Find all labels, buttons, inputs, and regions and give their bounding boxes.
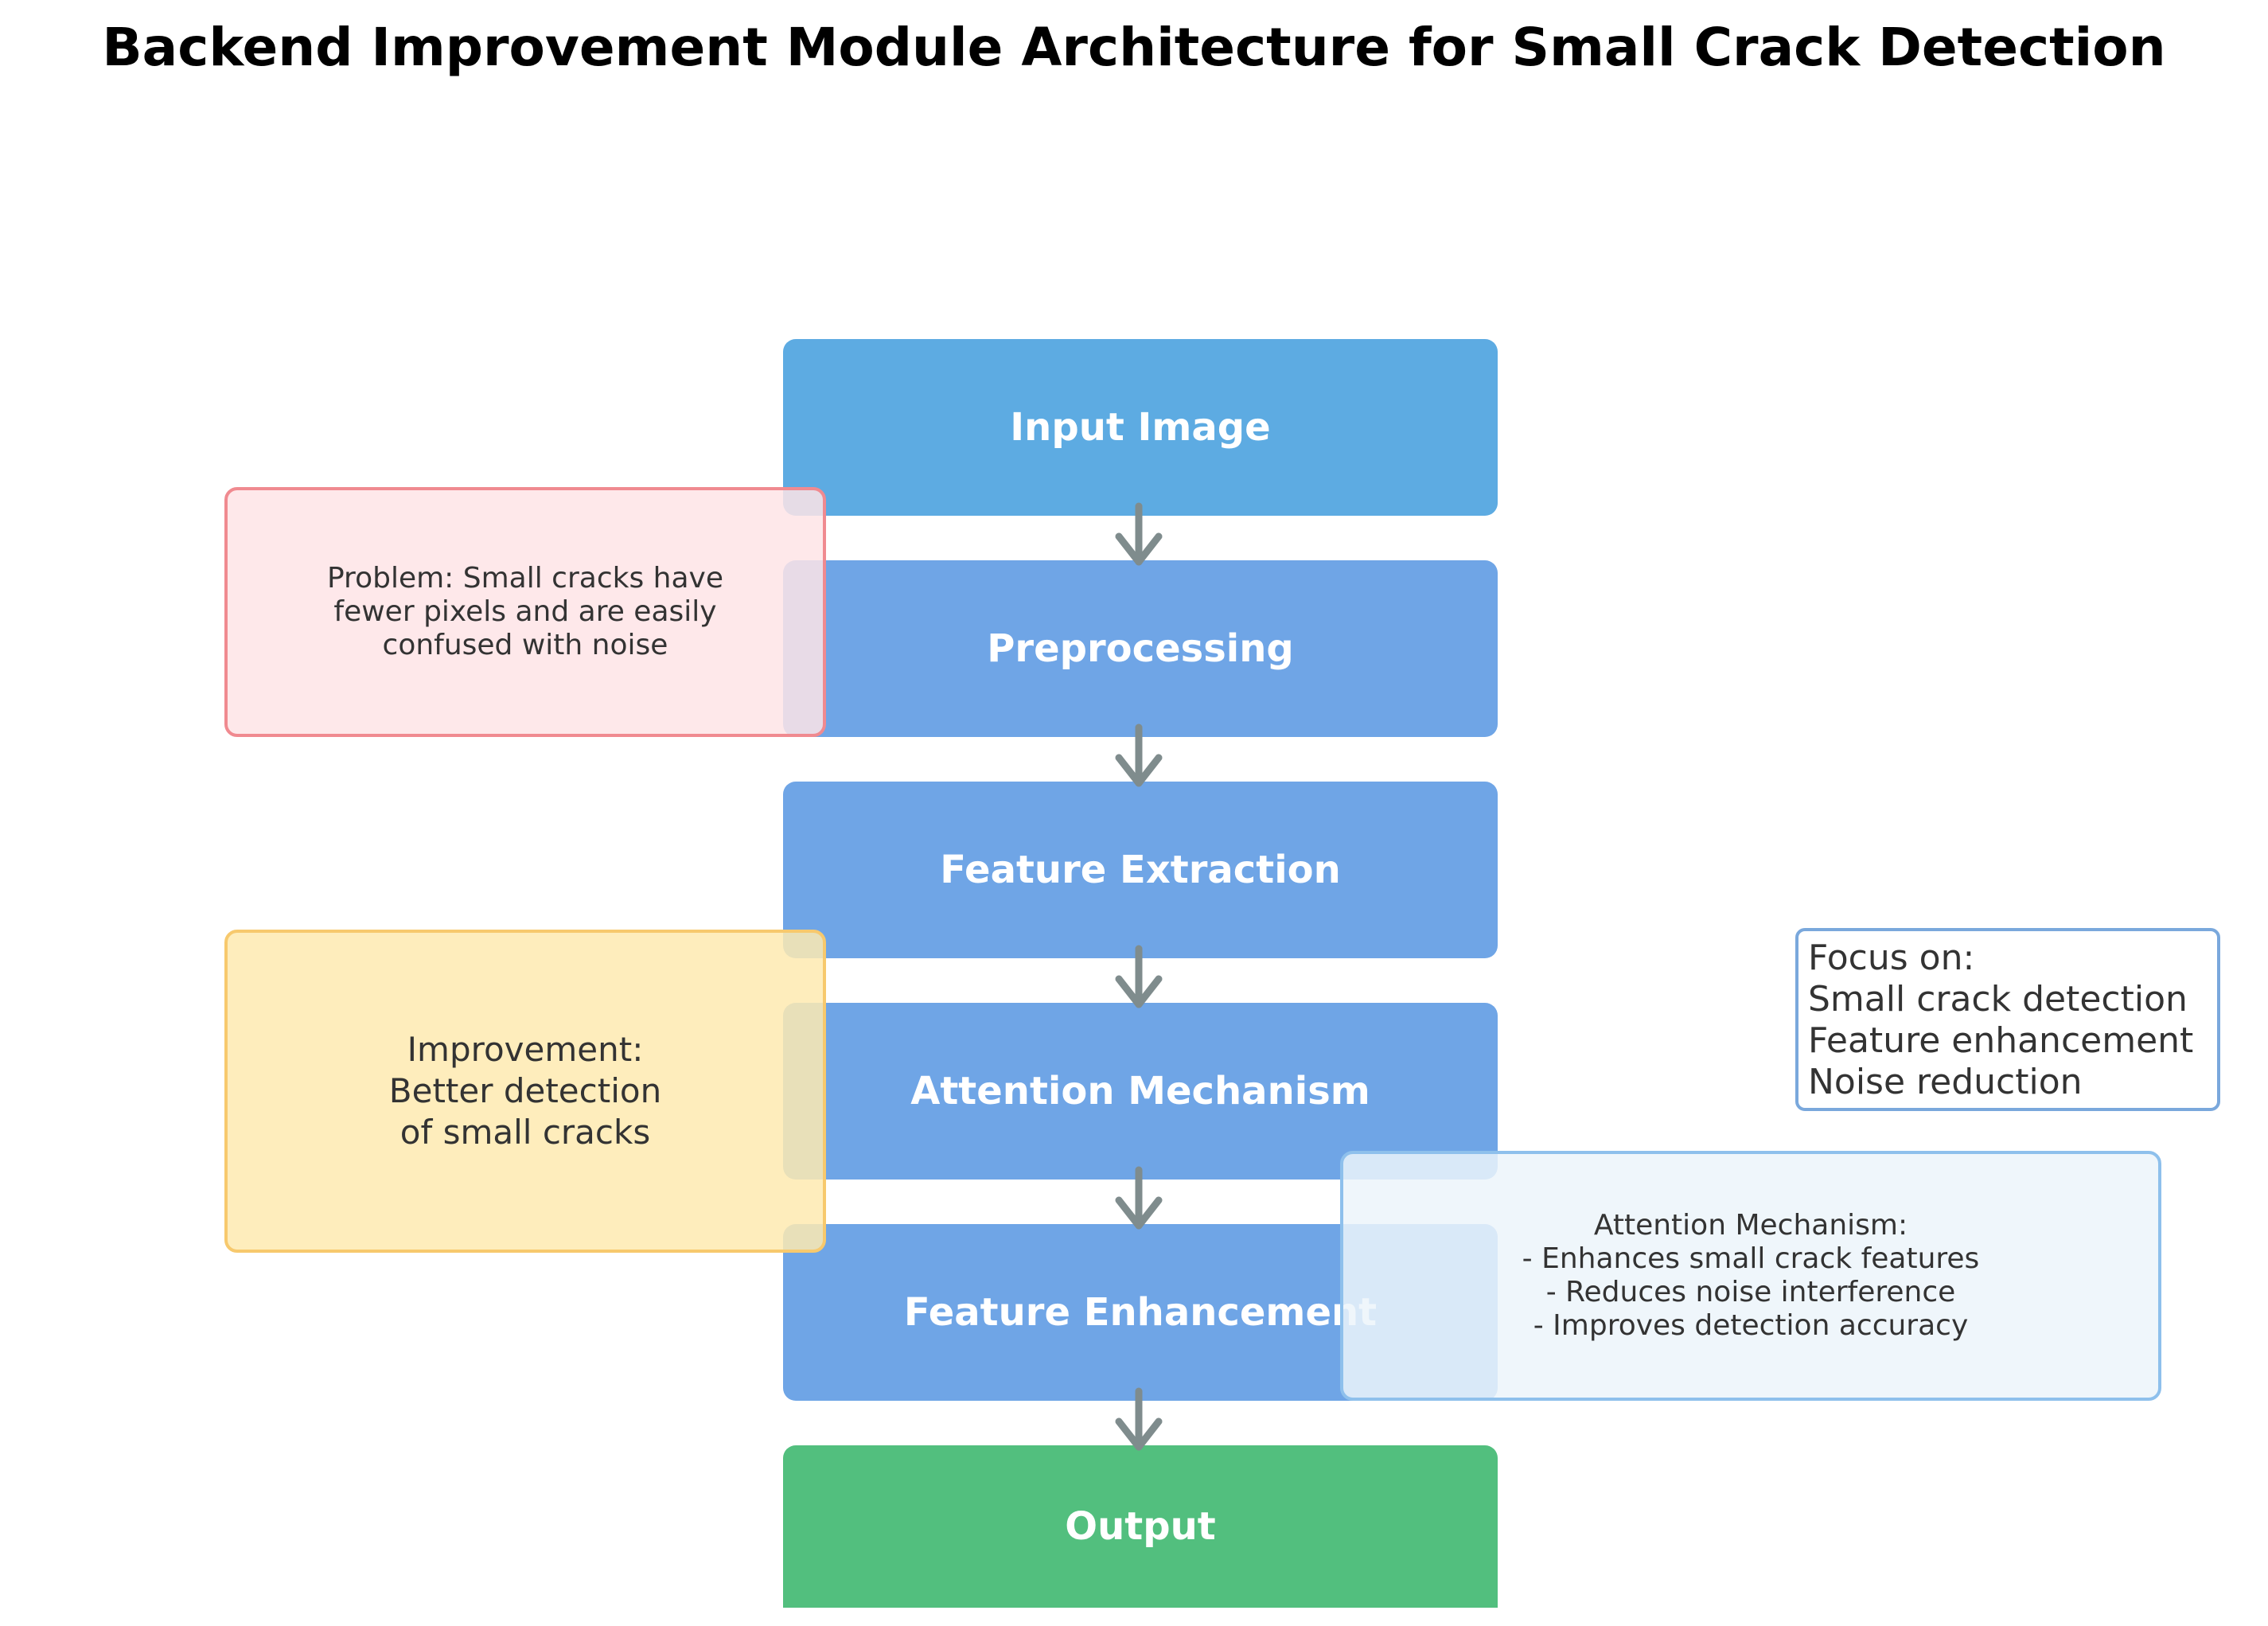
step-label: Output: [1065, 1504, 1216, 1549]
note-line: - Improves detection accuracy: [1533, 1309, 1969, 1342]
step-label: Preprocessing: [987, 626, 1294, 671]
step-input-image: Input Image: [783, 339, 1498, 516]
problem-note: Problem: Small cracks have fewer pixels …: [224, 487, 826, 737]
attention-mechanism-note: Attention Mechanism: - Enhances small cr…: [1340, 1151, 2161, 1401]
note-line: fewer pixels and are easily: [333, 595, 717, 628]
step-output: Output: [783, 1445, 1498, 1608]
improvement-note: Improvement: Better detection of small c…: [224, 930, 826, 1253]
step-label: Feature Enhancement: [903, 1290, 1378, 1335]
note-line: Improvement:: [407, 1030, 644, 1069]
step-feature-extraction: Feature Extraction: [783, 782, 1498, 958]
note-line: Small crack detection: [1808, 979, 2188, 1020]
step-label: Input Image: [1010, 405, 1271, 450]
note-line: - Enhances small crack features: [1522, 1242, 1980, 1275]
note-line: of small cracks: [399, 1113, 651, 1152]
focus-note: Focus on: Small crack detection Feature …: [1795, 928, 2220, 1111]
diagram-title: Backend Improvement Module Architecture …: [102, 17, 2166, 78]
note-line: Attention Mechanism:: [1593, 1209, 1908, 1242]
note-line: Focus on:: [1808, 938, 1975, 978]
note-line: Feature enhancement: [1808, 1020, 2194, 1061]
step-attention-mechanism: Attention Mechanism: [783, 1003, 1498, 1180]
step-preprocessing: Preprocessing: [783, 560, 1498, 737]
note-line: Better detection: [388, 1071, 662, 1110]
step-label: Attention Mechanism: [910, 1069, 1370, 1113]
note-line: - Reduces noise interference: [1545, 1276, 1956, 1308]
step-label: Feature Extraction: [940, 848, 1341, 892]
note-line: Problem: Small cracks have: [326, 562, 723, 595]
note-line: Noise reduction: [1808, 1062, 2083, 1102]
note-line: confused with noise: [382, 629, 668, 661]
